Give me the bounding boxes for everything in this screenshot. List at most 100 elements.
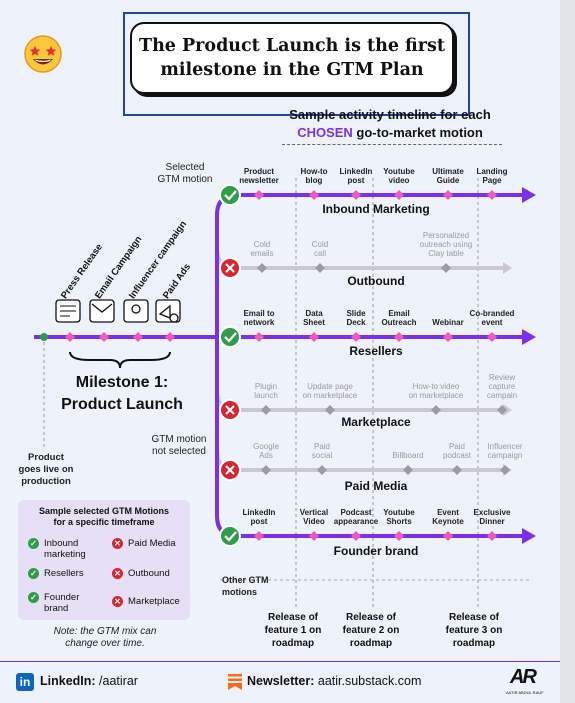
legend-item-label-line: brand xyxy=(44,603,69,614)
activity-label-line: on marketplace xyxy=(408,391,464,400)
activity-label-line: LinkedIn xyxy=(242,508,276,517)
title-line-2: milestone in the GTM Plan xyxy=(160,60,424,80)
activity-label-line: campaign xyxy=(487,451,523,460)
activity-label-line: Outreach xyxy=(381,318,417,327)
legend-title: Sample selected GTM Motions for a specif… xyxy=(18,506,190,528)
newsletter-link[interactable]: Newsletter: aatir.substack.com xyxy=(247,674,421,688)
legend-item-label-line: Marketplace xyxy=(128,596,180,607)
activity-label-line: Update page xyxy=(307,382,353,391)
activity-label-line: Event xyxy=(437,508,459,517)
activity-label-line: Youtube xyxy=(383,508,415,517)
activity-label-line: Keynote xyxy=(432,517,464,526)
activity-label-line: Data xyxy=(305,309,323,318)
subtitle-line-2: CHOSEN go-to-market motion xyxy=(270,125,510,140)
activity-label-line: blog xyxy=(305,176,323,185)
legend-item-label-line: Inbound xyxy=(44,538,79,549)
release-label: Release of feature 3 on roadmap xyxy=(434,611,514,650)
activity-label-line: Google xyxy=(253,442,279,451)
activity-label-line: Review xyxy=(488,373,516,382)
activity-diamond xyxy=(443,332,453,342)
activity-label-line: How-to xyxy=(300,167,328,176)
activity-label-line: outreach using xyxy=(419,240,473,249)
activity-label-line: Slide xyxy=(346,309,366,318)
star-struck-emoji-icon xyxy=(24,35,62,73)
author-logo-caption: AATIR ABDUL RAUF xyxy=(506,690,544,695)
activity-diamond xyxy=(443,531,453,541)
product-live-line-2: goes live on xyxy=(18,464,74,475)
activity-diamond xyxy=(254,190,264,200)
activity-label-line: Webinar xyxy=(432,318,464,327)
activity-label-line: appearance xyxy=(333,517,379,526)
activity-label-line: Plugin xyxy=(254,382,278,391)
activity-label: Billboard xyxy=(376,451,440,460)
activity-label-line: on marketplace xyxy=(302,391,358,400)
selected-motion-annotation: Selected GTM motion xyxy=(145,162,225,186)
launch-activity-diamond xyxy=(133,332,143,342)
check-icon: ✓ xyxy=(28,592,39,603)
activity-label-line: Shorts xyxy=(386,517,412,526)
release-line: Release of xyxy=(345,612,397,623)
check-mark-icon xyxy=(224,531,237,542)
not-selected-line-1: GTM motion xyxy=(151,434,207,445)
newsletter-label: Newsletter: xyxy=(247,674,315,688)
cross-mark-icon xyxy=(225,465,235,475)
timeline-diagram xyxy=(34,178,536,608)
activity-diamond xyxy=(325,405,335,415)
email-flap-icon xyxy=(91,303,113,313)
activity-label-line: Guide xyxy=(436,176,460,185)
activity-diamond xyxy=(487,531,497,541)
activity-label-line: Dinner xyxy=(479,517,505,526)
cross-mark-icon xyxy=(225,263,235,273)
activity-diamond xyxy=(257,263,267,273)
activity-diamond xyxy=(261,405,271,415)
activity-label-line: post xyxy=(347,176,365,185)
activity-label-line: Clay table xyxy=(428,249,464,258)
activity-label-line: network xyxy=(243,318,275,327)
release-line: roadmap xyxy=(271,638,315,649)
activity-label-line: Video xyxy=(303,517,325,526)
legend-item-label: Marketplace xyxy=(128,596,198,607)
activity-diamond xyxy=(394,332,404,342)
product-live-dot xyxy=(40,333,48,341)
milestone-label: Milestone 1: Product Launch xyxy=(42,372,202,416)
activity-label-line: Co-branded xyxy=(469,309,515,318)
cross-icon: ✕ xyxy=(112,538,123,549)
timeline-arrowhead-unselected xyxy=(503,262,512,274)
motion-name: Resellers xyxy=(349,344,403,358)
activity-label-line: How-to video xyxy=(412,382,460,391)
activity-label-line: Cold xyxy=(311,240,329,249)
legend-title-line-2: for a specific timeframe xyxy=(53,517,155,527)
note-line-1: Note: the GTM mix can xyxy=(53,626,157,637)
linkedin-link[interactable]: LinkedIn: /aatirar xyxy=(40,674,138,688)
activity-label-line: Vertical xyxy=(299,508,329,517)
release-line: roadmap xyxy=(452,638,496,649)
email-icon xyxy=(89,299,115,323)
activity-diamond xyxy=(443,190,453,200)
legend-box xyxy=(18,500,190,620)
legend-item-label-line: Outbound xyxy=(128,568,170,579)
influencer-head-icon xyxy=(131,304,141,314)
activity-diamond xyxy=(309,332,319,342)
activity-label-line: Billboard xyxy=(392,451,424,460)
check-icon xyxy=(219,525,241,547)
release-line: feature 3 on xyxy=(445,625,503,636)
timeline-arrowhead-selected xyxy=(522,329,536,345)
title-box: The Product Launch is the first mileston… xyxy=(130,22,454,94)
selection-frame xyxy=(123,12,470,116)
check-icon xyxy=(219,326,241,348)
activity-label-line: Email to xyxy=(243,309,275,318)
activity-label-line: video xyxy=(388,176,410,185)
motion-name: Marketplace xyxy=(341,415,411,429)
release-label: Release of feature 1 on roadmap xyxy=(253,611,333,650)
